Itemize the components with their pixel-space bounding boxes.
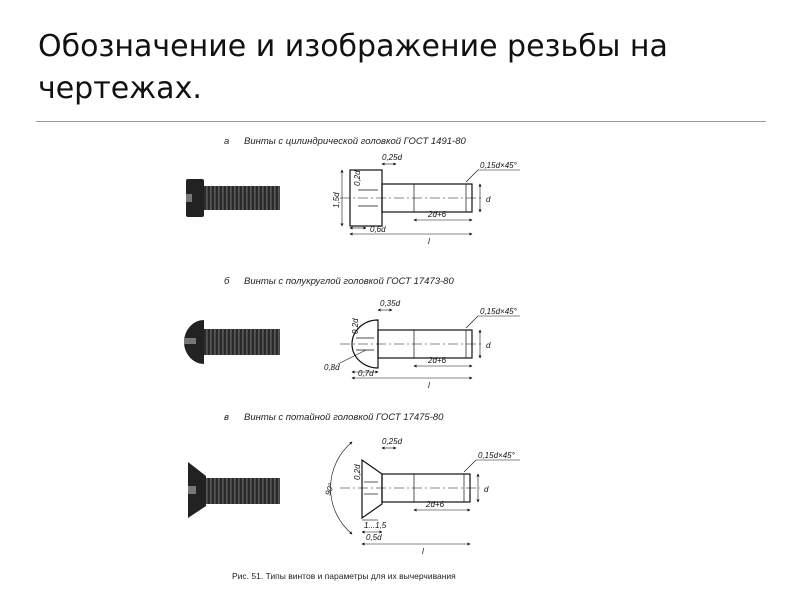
panel-b-dim-head-len: 0,7d [358,369,374,378]
panel-b-dim-length: l [428,381,430,390]
panel-b-dim-slot-width: 0,2d [351,318,360,334]
panel-b: б Винты с полукруглой головкой ГОСТ 1747… [184,276,520,390]
panel-c-dim-chamfer: 0,15d×45° [478,451,516,460]
panel-a-dim-slot-width: 0,2d [353,170,362,186]
panel-a-dim-head-height: 1,5d [332,192,341,208]
panel-a-dim-chamfer: 0,15d×45° [480,161,518,170]
panel-b-heading: Винты с полукруглой головкой ГОСТ 17473-… [244,276,454,287]
panel-a-letter: а [224,136,229,147]
panel-b-drawing [337,308,520,380]
panel-a-dim-head-step: 0,25d [382,153,403,162]
panel-b-dim-head-step: 0,35d [380,299,401,308]
title-line-1: Обозначение и изображение резьбы на [38,29,668,64]
panel-b-letter: б [224,276,230,287]
panel-c-dim-slot-width: 0,2d [353,464,362,480]
panel-a-dim-length: l [428,237,430,246]
panel-c-dim-thread-len: 2d+6 [425,500,445,509]
panel-a-drawing [340,162,520,236]
panel-b-dim-chamfer: 0,15d×45° [480,307,518,316]
panel-c-dim-slot-depth: 1...1,5 [364,521,387,530]
figure-caption: Рис. 51. Типы винтов и параметры для их … [232,571,456,581]
title-divider [36,121,766,122]
panel-c-dim-length: l [422,547,424,556]
title-line-2: чертежах. [38,71,202,106]
panel-a: а Винты с цилиндрической головкой ГОСТ 1… [186,136,520,246]
panel-b-dim-radius: 0,8d [324,363,340,372]
panel-c-dim-dia: d [484,485,489,494]
panel-a-dim-head-len: 0,6d [370,225,386,234]
panel-b-screw-photo [184,320,280,364]
panel-b-dim-thread-len: 2d+6 [427,356,447,365]
panel-a-dim-thread-len: 2d+6 [427,210,447,219]
panel-a-heading: Винты с цилиндрической головкой ГОСТ 149… [244,136,466,147]
panel-c-letter: в [224,412,229,423]
panel-b-dim-dia: d [486,341,491,350]
panel-c-heading: Винты с потайной головкой ГОСТ 17475-80 [244,412,444,423]
panel-a-screw-photo [186,179,280,217]
screw-figure: а Винты с цилиндрической головкой ГОСТ 1… [170,124,550,594]
panel-c: в Винты с потайной головкой ГОСТ 17475-8… [188,412,520,556]
panel-c-dim-head-step: 0,25d [382,437,403,446]
panel-c-dim-head-len: 0,5d [366,533,382,542]
panel-c-dim-angle: 90° [323,481,336,496]
panel-a-dim-dia: d [486,195,491,204]
screw-drawing: а Винты с цилиндрической головкой ГОСТ 1… [184,136,520,581]
panel-c-drawing [330,441,520,546]
panel-c-screw-photo [188,462,280,518]
slide-title: Обозначение и изображение резьбы на черт… [38,26,778,110]
